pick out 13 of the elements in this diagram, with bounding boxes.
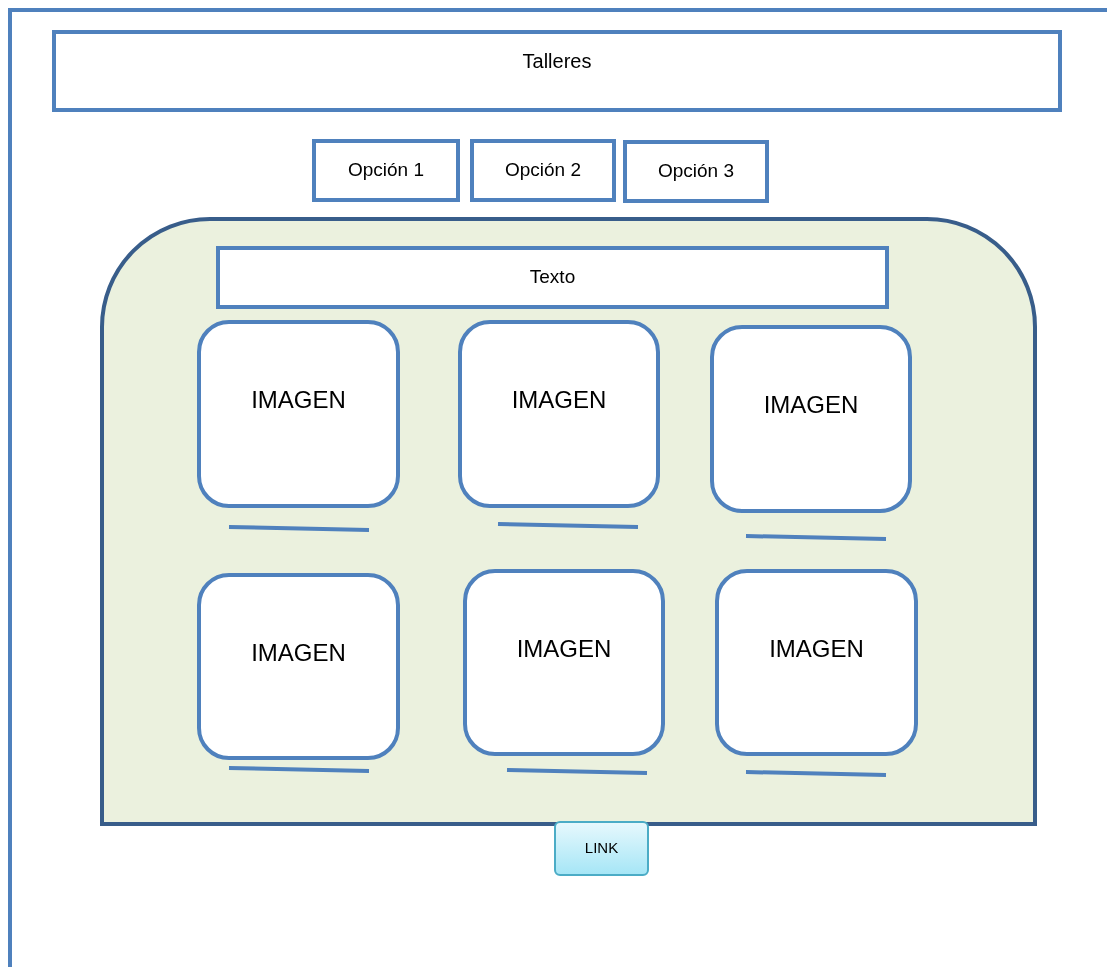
link-button: LINK (554, 821, 649, 876)
image-box: IMAGEN (458, 320, 660, 508)
image-box: IMAGEN (463, 569, 665, 756)
tab-box: Opción 3 (623, 140, 769, 203)
image-box: IMAGEN (197, 320, 400, 508)
tab-box: Opción 2 (470, 139, 616, 202)
image-box: IMAGEN (715, 569, 918, 756)
tab-box: Opción 1 (312, 139, 460, 202)
title-box: Talleres (52, 30, 1062, 112)
content-panel (100, 217, 1037, 826)
text-box: Texto (216, 246, 889, 309)
image-box: IMAGEN (197, 573, 400, 760)
image-box: IMAGEN (710, 325, 912, 513)
